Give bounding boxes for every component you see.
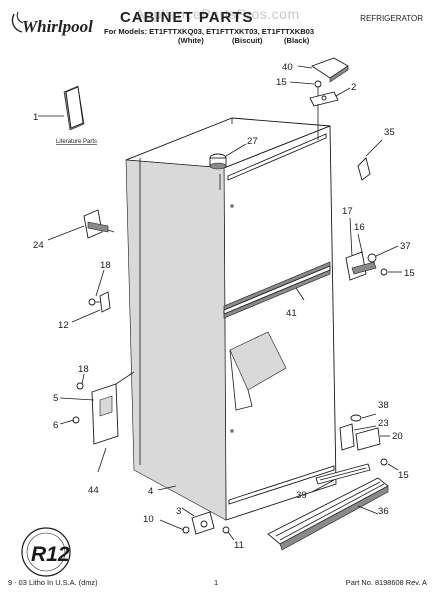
callout-5[interactable]: 5 xyxy=(53,393,58,404)
callout-12[interactable]: 12 xyxy=(58,320,69,331)
top-hinge[interactable] xyxy=(309,91,339,140)
side-clip[interactable] xyxy=(357,139,383,181)
callout-41[interactable]: 41 xyxy=(286,308,297,319)
lower-left-bracket[interactable] xyxy=(72,371,135,445)
callout-20[interactable]: 20 xyxy=(392,431,403,442)
callout-23[interactable]: 23 xyxy=(378,418,389,429)
callout-1[interactable]: 1 xyxy=(33,112,38,123)
callout-16[interactable]: 16 xyxy=(354,222,365,233)
left-screw-upper[interactable] xyxy=(88,291,111,313)
page-number: 1 xyxy=(214,578,219,587)
page-footer: 9 - 03 Litho In U.S.A. (dmz) 1 Part No. … xyxy=(0,578,435,592)
center-divider[interactable] xyxy=(223,261,331,319)
grille[interactable] xyxy=(315,463,371,485)
models-line: For Models: ET1FTTXKQ03, ET1FTTXKT03, ET… xyxy=(104,27,315,36)
callout-36[interactable]: 36 xyxy=(378,506,389,517)
callout-17[interactable]: 17 xyxy=(342,206,353,217)
top-hinge-cover[interactable] xyxy=(311,57,349,83)
callout-15-middle[interactable]: 15 xyxy=(404,268,415,279)
page-title: CABINET PARTS xyxy=(120,9,254,26)
color-white: (White) xyxy=(178,36,204,45)
callout-6[interactable]: 6 xyxy=(53,420,58,431)
callout-15-bottom[interactable]: 15 xyxy=(398,470,409,481)
callout-4[interactable]: 4 xyxy=(148,486,154,497)
middle-hinge[interactable] xyxy=(345,251,388,281)
callout-18-upper[interactable]: 18 xyxy=(100,260,111,271)
callout-10[interactable]: 10 xyxy=(143,514,154,525)
bottom-hinge[interactable] xyxy=(339,414,388,466)
callout-27[interactable]: 27 xyxy=(247,136,258,147)
r12-badge: R12 xyxy=(21,527,71,577)
part-number: Part No. 8198608 Rev. A xyxy=(345,578,427,587)
brand-name: Whirlpool xyxy=(22,17,93,36)
callout-11[interactable]: 11 xyxy=(234,540,244,551)
callout-35[interactable]: 35 xyxy=(384,127,395,138)
callout-24[interactable]: 24 xyxy=(33,240,44,251)
color-biscuit: (Biscuit) xyxy=(232,36,263,45)
watermark: AppliancePartsPros.com xyxy=(135,6,300,22)
toe-grille[interactable] xyxy=(267,477,389,551)
callout-3[interactable]: 3 xyxy=(176,506,181,517)
whirlpool-logo: Whirlpool xyxy=(8,8,104,38)
leveling-bracket[interactable] xyxy=(182,511,230,535)
color-black: (Black) xyxy=(284,36,310,45)
literature-booklet[interactable] xyxy=(38,85,85,131)
callout-39[interactable]: 39 xyxy=(296,490,307,501)
callout-2[interactable]: 2 xyxy=(351,82,356,93)
r12-badge-text: R12 xyxy=(31,543,70,566)
cabinet-body[interactable] xyxy=(125,117,337,521)
category-label: REFRIGERATOR xyxy=(360,14,423,23)
callout-18-lower[interactable]: 18 xyxy=(78,364,89,375)
callout-15-top[interactable]: 15 xyxy=(276,77,287,88)
literature-parts-label: Literature Parts xyxy=(56,139,97,145)
model-colors: (White) (Biscuit) (Black) xyxy=(104,36,344,46)
cabinet-top-cap[interactable] xyxy=(209,153,227,190)
litho-note: 9 - 03 Litho In U.S.A. (dmz) xyxy=(8,578,98,587)
callout-38[interactable]: 38 xyxy=(378,400,389,411)
callout-37[interactable]: 37 xyxy=(400,241,411,252)
liner-pocket xyxy=(229,331,287,411)
callout-40[interactable]: 40 xyxy=(282,62,293,73)
door-stop-bracket[interactable] xyxy=(83,209,115,239)
callout-44[interactable]: 44 xyxy=(88,485,99,496)
